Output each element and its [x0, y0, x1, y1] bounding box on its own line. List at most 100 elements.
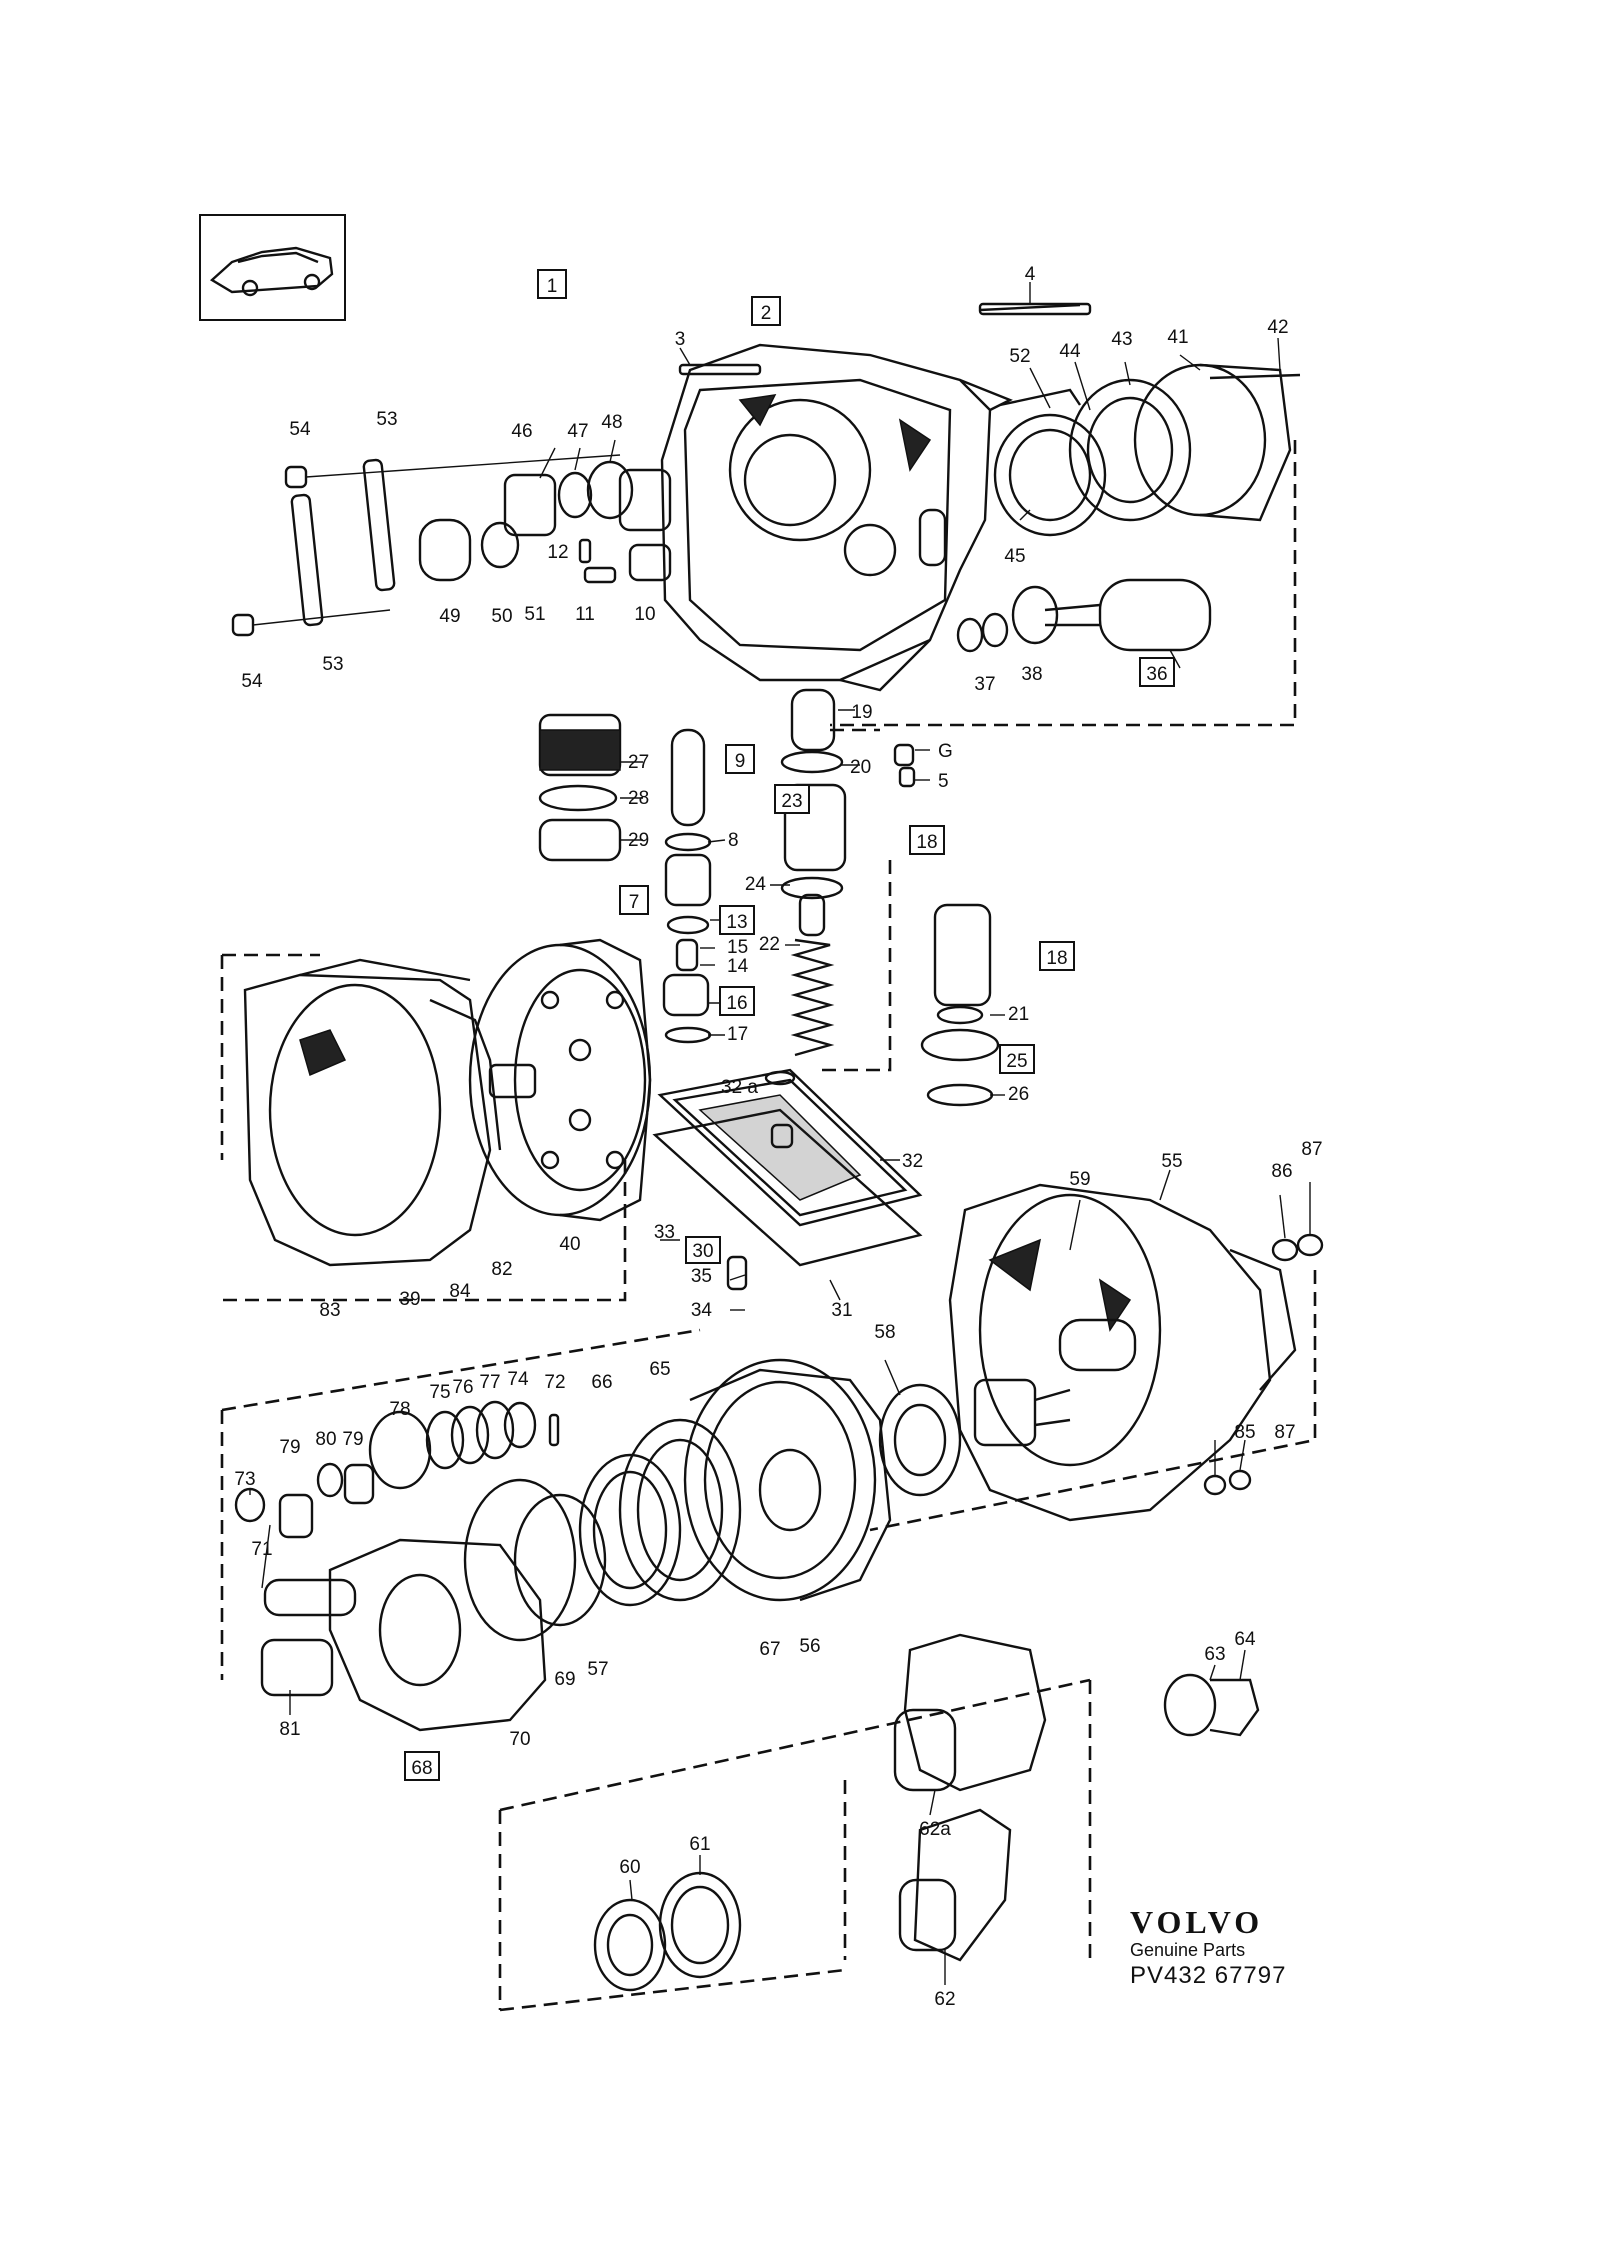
part-label-21: 21: [1008, 1004, 1029, 1025]
part-label-37: 37: [974, 674, 995, 695]
svg-text:68: 68: [411, 1758, 432, 1779]
part-label-14: 14: [727, 956, 749, 977]
part-label-35: 35: [691, 1266, 712, 1287]
plunger-assembly: [231, 454, 672, 637]
part-label-26: 26: [1008, 1084, 1029, 1105]
part-label-84: 84: [449, 1281, 471, 1302]
part-label-73: 73: [234, 1469, 255, 1490]
part-label-39: 39: [399, 1289, 420, 1310]
part-label-59: 59: [1069, 1169, 1090, 1190]
part-label-79-left: 79: [279, 1437, 300, 1458]
svg-text:25: 25: [1006, 1051, 1027, 1072]
output-flange-assembly: [234, 1400, 607, 1732]
part-label-G: G: [938, 741, 953, 762]
part-label-38: 38: [1021, 664, 1042, 685]
brand-block: VOLVO Genuine Parts PV432 67797: [1130, 1905, 1390, 1991]
part-label-55: 55: [1161, 1151, 1182, 1172]
boxed-label-68: 68: [404, 1751, 440, 1781]
part-label-10: 10: [634, 604, 655, 625]
boxed-label-18-lower: 18: [1039, 941, 1075, 971]
boxed-label-30: 30: [685, 1236, 721, 1264]
part-label-77: 77: [479, 1372, 500, 1393]
valve-stack: [538, 688, 1000, 1107]
part-label-80: 80: [315, 1429, 336, 1450]
part-label-32: 32: [902, 1151, 923, 1172]
svg-text:18: 18: [1046, 948, 1067, 969]
part-label-51: 51: [524, 604, 545, 625]
part-label-17: 17: [727, 1024, 748, 1045]
part-label-41: 41: [1167, 327, 1188, 348]
part-label-8: 8: [728, 830, 739, 851]
part-label-57: 57: [587, 1659, 608, 1680]
part-label-62a: 62a: [919, 1819, 951, 1840]
part-label-22: 22: [759, 934, 780, 955]
part-label-4: 4: [1025, 264, 1036, 285]
flange-and-bearing-parts: [593, 1633, 1260, 1992]
svg-text:13: 13: [726, 912, 747, 933]
part-label-83: 83: [319, 1300, 340, 1321]
part-label-53-lower: 53: [322, 654, 343, 675]
part-label-32a: 32 a: [721, 1077, 758, 1098]
svg-text:36: 36: [1146, 664, 1167, 685]
part-label-11: 11: [575, 604, 595, 625]
valve-cylinder: [956, 578, 1212, 653]
part-label-78: 78: [389, 1399, 410, 1420]
part-label-71: 71: [251, 1539, 272, 1560]
part-label-34: 34: [691, 1300, 713, 1321]
boxed-label-18-upper: 18: [909, 825, 945, 855]
part-label-85: 85: [1234, 1422, 1255, 1443]
part-label-48: 48: [601, 412, 622, 433]
main-housing: [660, 343, 1013, 692]
svg-text:1: 1: [547, 276, 558, 297]
part-label-63: 63: [1204, 1644, 1225, 1665]
part-label-15: 15: [727, 937, 748, 958]
part-label-87-lower: 87: [1274, 1422, 1295, 1443]
part-label-31: 31: [831, 1300, 852, 1321]
brand-logo-text: VOLVO: [1130, 1904, 1264, 1940]
part-label-45: 45: [1004, 546, 1025, 567]
car-thumbnail: [199, 214, 346, 321]
part-label-54-lower: 54: [241, 671, 263, 692]
part-label-47: 47: [567, 421, 588, 442]
svg-text:18: 18: [916, 832, 937, 853]
boxed-label-13: 13: [719, 905, 755, 935]
boxed-label-23: 23: [774, 784, 810, 814]
part-label-54-upper: 54: [289, 419, 311, 440]
boxed-label-16: 16: [719, 986, 755, 1016]
part-label-56: 56: [799, 1636, 820, 1657]
oil-pan: [652, 1068, 923, 1291]
part-label-76: 76: [452, 1377, 473, 1398]
part-label-42: 42: [1267, 317, 1288, 338]
part-label-86: 86: [1271, 1161, 1292, 1182]
svg-text:9: 9: [735, 751, 746, 772]
svg-text:2: 2: [761, 303, 772, 324]
part-label-87-upper: 87: [1301, 1139, 1322, 1160]
torque-converter: [468, 938, 652, 1222]
part-label-49: 49: [439, 606, 460, 627]
part-label-43: 43: [1111, 329, 1132, 350]
part-label-81: 81: [279, 1719, 300, 1740]
svg-text:30: 30: [692, 1241, 713, 1262]
part-label-66: 66: [591, 1372, 612, 1393]
boxed-label-36: 36: [1139, 657, 1175, 687]
boxed-label-25: 25: [999, 1044, 1035, 1074]
bolts-and-pins: [578, 302, 1092, 584]
part-label-75: 75: [429, 1382, 450, 1403]
part-label-24: 24: [745, 874, 767, 895]
part-label-82: 82: [491, 1259, 512, 1280]
part-label-40: 40: [559, 1234, 580, 1255]
svg-text:16: 16: [726, 993, 747, 1014]
planetary-gear-set: [578, 1358, 1071, 1607]
converter-housing: [243, 958, 502, 1267]
part-label-29: 29: [628, 830, 649, 851]
part-label-5: 5: [938, 771, 949, 792]
part-label-64: 64: [1234, 1629, 1256, 1650]
part-label-50: 50: [491, 606, 512, 627]
svg-text:7: 7: [629, 892, 640, 913]
rear-housing: [948, 1183, 1324, 1522]
part-label-67: 67: [759, 1639, 780, 1660]
part-label-58: 58: [874, 1322, 895, 1343]
part-label-52: 52: [1009, 346, 1030, 367]
